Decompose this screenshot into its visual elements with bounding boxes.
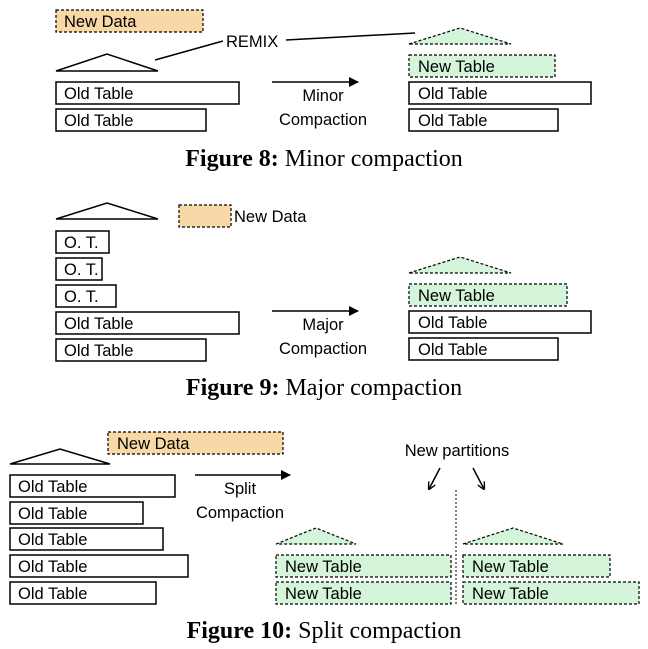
new-table-label: New Table	[472, 585, 549, 603]
figure-9: New Data O. T. O. T. O. T. Old Table Old…	[55, 202, 592, 401]
ot-label: O. T.	[64, 234, 99, 252]
figure-10-caption: Figure 10: Split compaction	[187, 618, 462, 644]
old-table-label: Old Table	[64, 85, 133, 103]
old-table-label: Old Table	[418, 341, 487, 359]
old-table-label: Old Table	[18, 505, 87, 523]
new-table-label: New Table	[418, 58, 495, 76]
old-table-box	[408, 81, 592, 105]
new-table-box	[462, 581, 640, 605]
new-table-triangle	[275, 527, 357, 545]
new-table-box	[408, 283, 568, 307]
old-table-label: Old Table	[18, 478, 87, 496]
new-data-label: New Data	[234, 208, 307, 226]
ot-box	[55, 284, 117, 308]
remix-pointer-line-right	[285, 32, 416, 41]
old-table-box	[9, 501, 144, 525]
new-data-box	[107, 431, 284, 455]
figure-8: New Data REMIX Old Table Old Table Minor…	[55, 9, 592, 172]
ot-box	[55, 257, 103, 281]
old-table-label: Old Table	[418, 112, 487, 130]
new-table-label: New Table	[472, 558, 549, 576]
old-table-label: Old Table	[18, 585, 87, 603]
ot-label: O. T.	[64, 288, 99, 306]
ot-label: O. T.	[64, 261, 99, 279]
old-table-label: Old Table	[64, 112, 133, 130]
new-table-triangle	[462, 527, 564, 545]
remix-triangle	[55, 53, 159, 72]
new-data-box	[178, 204, 232, 228]
new-table-label: New Table	[285, 585, 362, 603]
new-table-triangle	[408, 27, 512, 45]
old-table-box	[55, 108, 207, 132]
remix-label: REMIX	[226, 33, 278, 51]
major-label: Major	[302, 316, 344, 334]
remix-pointer-line	[154, 40, 224, 61]
old-table-box	[9, 474, 176, 498]
minor-label: Minor	[302, 87, 344, 105]
split-label: Split	[224, 480, 257, 498]
figure-10: New Data Old Table Old Table Old Table O…	[9, 431, 640, 644]
new-partitions-label: New partitions	[405, 442, 510, 460]
figure-9-caption: Figure 9: Major compaction	[186, 375, 462, 401]
old-table-box	[55, 81, 240, 105]
old-table-label: Old Table	[64, 342, 133, 360]
new-table-box	[275, 581, 452, 605]
compaction-label: Compaction	[196, 504, 284, 522]
figure-8-caption: Figure 8: Minor compaction	[185, 146, 463, 172]
old-table-label: Old Table	[18, 531, 87, 549]
old-table-box	[408, 310, 592, 334]
new-table-label: New Table	[418, 287, 495, 305]
compaction-label: Compaction	[279, 340, 367, 358]
compaction-label: Compaction	[279, 111, 367, 129]
new-table-box	[408, 54, 556, 78]
new-table-box	[275, 554, 452, 578]
new-table-box	[462, 554, 611, 578]
old-table-box	[408, 108, 559, 132]
index-triangle	[55, 202, 159, 220]
new-table-label: New Table	[285, 558, 362, 576]
old-table-label: Old Table	[418, 85, 487, 103]
old-table-label: Old Table	[418, 314, 487, 332]
new-data-box	[55, 9, 204, 33]
old-table-box	[55, 338, 207, 362]
new-table-triangle	[408, 256, 512, 274]
ot-box	[55, 230, 110, 254]
partition-arrow-right	[472, 467, 484, 489]
old-table-box	[55, 311, 240, 335]
old-table-label: Old Table	[18, 558, 87, 576]
index-triangle	[9, 448, 111, 465]
old-table-box	[408, 337, 559, 361]
old-table-label: Old Table	[64, 315, 133, 333]
old-table-box	[9, 581, 157, 605]
new-data-label: New Data	[64, 13, 137, 31]
old-table-box	[9, 527, 164, 551]
partition-arrow-left	[429, 467, 441, 489]
new-data-label: New Data	[117, 435, 190, 453]
old-table-box	[9, 554, 189, 578]
